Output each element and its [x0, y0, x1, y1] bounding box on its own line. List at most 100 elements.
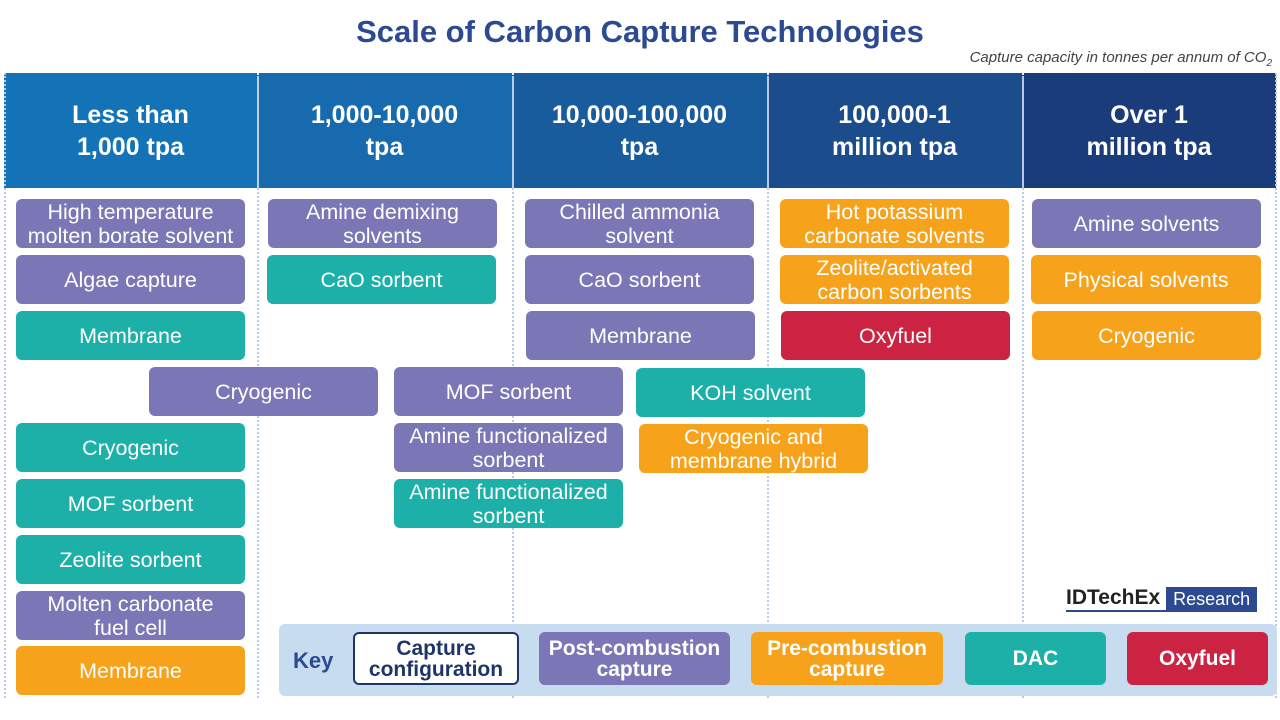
- tech-box: MOF sorbent: [394, 367, 623, 416]
- logo-tag: Research: [1166, 586, 1258, 612]
- column-divider-header: [767, 73, 769, 188]
- tech-box-line: Molten carbonate: [47, 591, 214, 616]
- tech-box: KOH solvent: [636, 368, 865, 417]
- legend-item-dac: DAC: [965, 632, 1106, 685]
- tech-box-line: Chilled ammonia: [559, 199, 720, 224]
- tech-box-line: fuel cell: [94, 615, 167, 640]
- tech-box-line: Hot potassium: [825, 199, 964, 224]
- tech-box: Zeolite sorbent: [16, 535, 245, 584]
- column-header-line: Over 1: [1110, 100, 1188, 129]
- tech-box: MOF sorbent: [16, 479, 245, 528]
- column-header-5: Over 1 million tpa: [1022, 73, 1276, 188]
- column-header-line: 1,000-10,000: [310, 100, 459, 129]
- legend-item-line: DAC: [1012, 647, 1059, 670]
- tech-box-line: MOF sorbent: [445, 379, 572, 404]
- tech-box: Membrane: [16, 311, 245, 360]
- legend-title: Key: [293, 648, 334, 673]
- tech-box: Oxyfuel: [781, 311, 1010, 360]
- tech-box-line: Membrane: [79, 658, 182, 683]
- tech-box-line: sorbent: [472, 447, 545, 472]
- column-divider: [4, 73, 6, 698]
- tech-box-line: Oxyfuel: [859, 323, 932, 348]
- column-divider: [1022, 73, 1024, 698]
- tech-box: Membrane: [526, 311, 755, 360]
- tech-box-line: carbon sorbents: [817, 279, 972, 304]
- tech-box-line: Membrane: [589, 323, 692, 348]
- tech-box-line: Amine solvents: [1073, 211, 1220, 236]
- tech-box-line: carbonate solvents: [804, 223, 985, 248]
- tech-box-line: membrane hybrid: [669, 448, 838, 473]
- tech-box-line: solvent: [605, 223, 674, 248]
- tech-box-line: molten borate solvent: [27, 223, 234, 248]
- column-header-line: 100,000-1: [838, 100, 951, 129]
- tech-box-line: Algae capture: [64, 267, 197, 292]
- tech-box-line: Amine functionalized: [409, 423, 608, 448]
- legend-item-oxyfuel: Oxyfuel: [1127, 632, 1268, 685]
- legend-item-line: Post-combustion: [548, 636, 721, 660]
- tech-box-line: Cryogenic: [215, 379, 312, 404]
- column-divider-header: [1022, 73, 1024, 188]
- tech-box-line: Cryogenic: [1098, 323, 1195, 348]
- idtechex-logo: IDTechEx Research: [1066, 586, 1258, 612]
- column-header-line: Less than: [72, 100, 189, 129]
- tech-box-line: Membrane: [79, 323, 182, 348]
- logo-brand: IDTechEx: [1066, 586, 1167, 612]
- tech-box-line: Cryogenic: [82, 435, 179, 460]
- tech-box: Physical solvents: [1031, 255, 1261, 304]
- tech-box-line: Zeolite sorbent: [59, 547, 202, 572]
- tech-box: Cryogenic: [149, 367, 378, 416]
- column-header-2: 1,000-10,000 tpa: [257, 73, 512, 188]
- tech-box-line: solvents: [343, 223, 422, 248]
- column-header-line: million tpa: [1086, 132, 1212, 161]
- subtitle: Capture capacity in tonnes per annum of …: [970, 49, 1272, 69]
- subtitle-subscript: 2: [1266, 58, 1272, 69]
- column-header-line: 1,000 tpa: [76, 132, 184, 161]
- tech-box-line: sorbent: [472, 503, 545, 528]
- legend-item-line: capture: [596, 657, 673, 681]
- tech-box-line: MOF sorbent: [67, 491, 194, 516]
- tech-box: CaO sorbent: [525, 255, 754, 304]
- column-divider-header: [257, 73, 259, 188]
- legend-item-line: configuration: [368, 657, 504, 681]
- tech-box-line: Zeolite/activated: [816, 255, 973, 280]
- tech-box: Membrane: [16, 646, 245, 695]
- legend-item-line: Capture: [396, 636, 476, 660]
- legend-item-line: capture: [809, 657, 885, 681]
- column-header-4: 100,000-1 million tpa: [767, 73, 1022, 188]
- tech-box-line: Cryogenic and: [684, 424, 823, 449]
- column-header-line: 10,000-100,000: [551, 100, 728, 129]
- page-title: Scale of Carbon Capture Technologies: [356, 14, 924, 49]
- column-header-line: tpa: [620, 132, 659, 161]
- tech-box-line: Amine functionalized: [409, 479, 608, 504]
- legend-item-line: Pre-combustion: [767, 636, 927, 660]
- tech-box-line: High temperature: [47, 199, 214, 224]
- tech-box-line: Physical solvents: [1063, 267, 1229, 292]
- column-divider-header: [512, 73, 514, 188]
- tech-box: Cryogenic: [1032, 311, 1261, 360]
- column-header-1: Less than 1,000 tpa: [4, 73, 257, 188]
- tech-box-line: Amine demixing: [306, 199, 459, 224]
- tech-box-line: KOH solvent: [690, 380, 811, 405]
- tech-box-line: CaO sorbent: [320, 267, 443, 292]
- column-header-line: tpa: [365, 132, 404, 161]
- legend-item-line: Oxyfuel: [1158, 647, 1237, 670]
- subtitle-text: Capture capacity in tonnes per annum of …: [969, 49, 1267, 66]
- column-divider: [1275, 73, 1277, 698]
- column-header-line: million tpa: [832, 132, 957, 161]
- tech-box-line: CaO sorbent: [578, 267, 701, 292]
- column-header-3: 10,000-100,000 tpa: [512, 73, 767, 188]
- tech-box: Cryogenic: [16, 423, 245, 472]
- tech-box: Amine solvents: [1032, 199, 1261, 248]
